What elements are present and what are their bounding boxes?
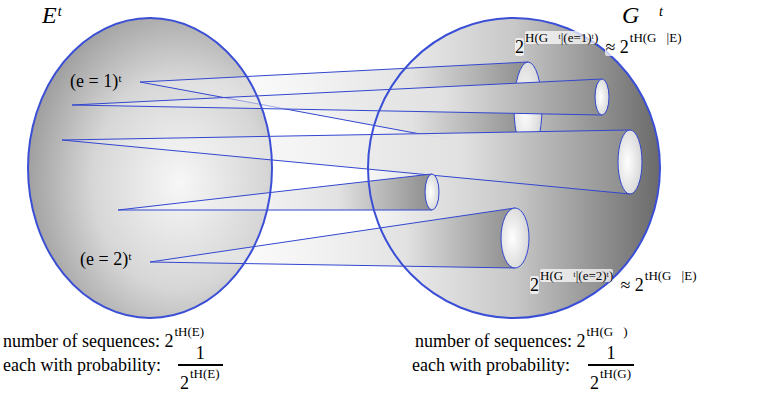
math-text: each with probability: <box>412 356 570 374</box>
set-circle: G⃗ᵗ <box>368 18 660 318</box>
exponent-text: tH(G) <box>600 367 631 380</box>
math-text: 2 <box>180 374 189 392</box>
math-text: 1 <box>607 344 616 362</box>
exponent-text: tH(G⃗) <box>586 325 627 338</box>
math-text: number of sequences: 2 <box>415 332 585 350</box>
exponent-text: tH(G⃗|E) <box>645 269 697 282</box>
exponent-text: tH(E) <box>174 325 204 338</box>
exponent-text: H(G⃗ᵗ|(e=2)ᵗ) <box>540 269 613 282</box>
math-text: (e = 1)ᵗ <box>70 72 122 90</box>
math-text: 1 <box>196 344 205 362</box>
exponent-text: H(G⃗ᵗ|(e=1)ᵗ) <box>525 31 598 44</box>
set-outline-ellipse <box>28 18 272 318</box>
set-heading: G⃗ᵗ <box>622 3 662 27</box>
math-text: each with probability: <box>3 356 161 374</box>
math-text: (e = 2)ᵗ <box>80 250 132 268</box>
set-outline <box>28 18 272 318</box>
exponent-text: tH(G⃗|E) <box>630 31 682 44</box>
math-text: 2 <box>530 276 539 294</box>
set-outline-ellipse <box>368 18 660 318</box>
fraction-bar <box>178 364 223 366</box>
fraction-bar <box>588 364 634 366</box>
set-circle: Eᵗ <box>28 18 272 318</box>
set-outline <box>368 18 660 318</box>
math-text: 2 <box>515 38 524 56</box>
set-fill <box>28 18 272 318</box>
exponent-text: tH(E) <box>190 367 220 380</box>
cones <box>62 62 642 268</box>
math-text: ≈ 2 <box>605 38 628 56</box>
math-text: number of sequences: 2 <box>3 332 173 350</box>
math-text: 2 <box>590 374 599 392</box>
math-text: ≈ 2 <box>620 276 643 294</box>
set-heading: Eᵗ <box>42 3 61 27</box>
